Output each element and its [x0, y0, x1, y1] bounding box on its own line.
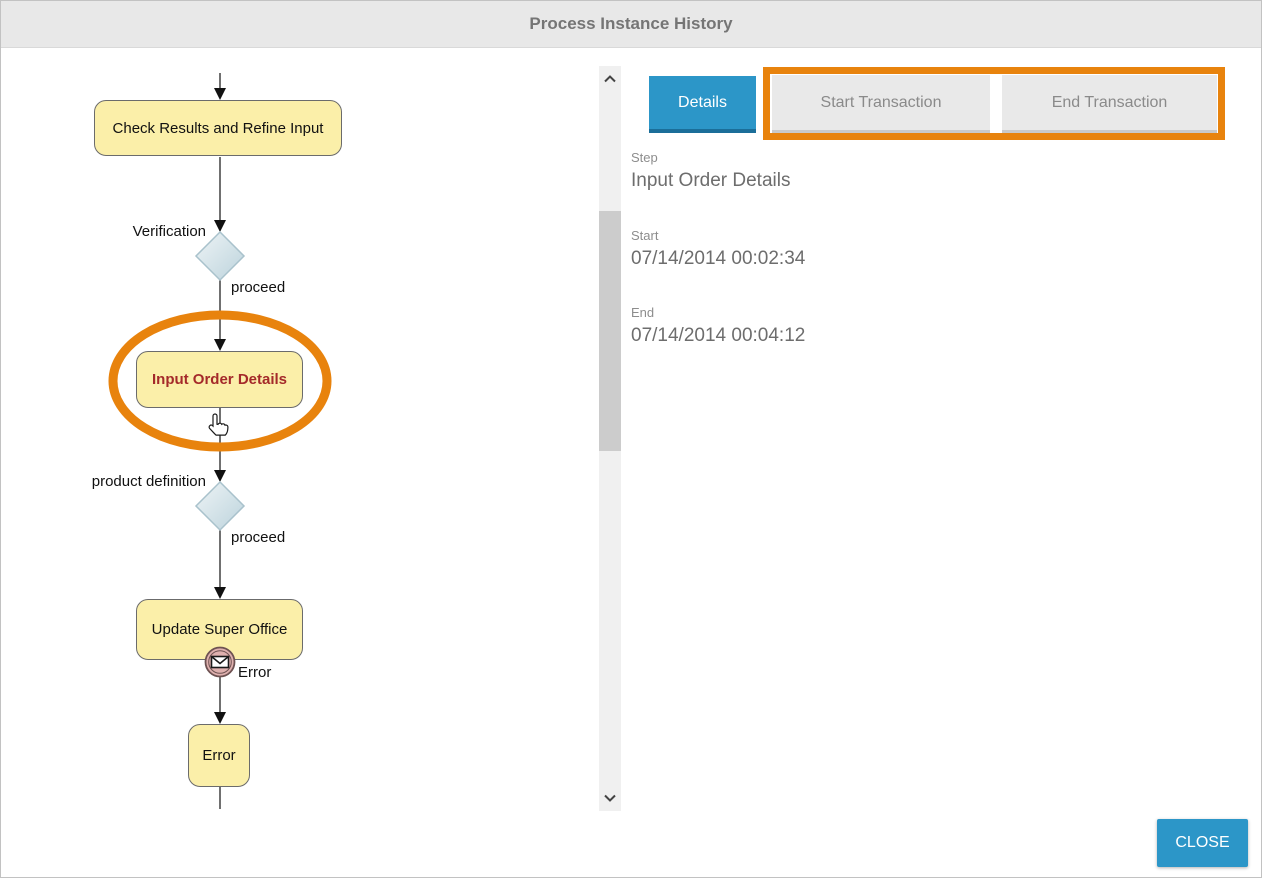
dialog-titlebar: Process Instance History	[1, 1, 1261, 48]
task-input-order-details[interactable]: Input Order Details	[136, 351, 303, 408]
edge-proceed-label-1: proceed	[231, 279, 286, 296]
scrollbar-up-arrow-icon[interactable]	[599, 68, 621, 90]
tab-end-transaction[interactable]: End Transaction	[1002, 75, 1217, 133]
start-field-label: Start	[631, 228, 659, 243]
boundary-event-error-label: Error	[238, 664, 272, 681]
scrollbar-thumb[interactable]	[599, 211, 621, 451]
diagram-scrollbar[interactable]	[599, 66, 621, 811]
scrollbar-down-arrow-icon[interactable]	[599, 787, 621, 809]
end-field-label: End	[631, 305, 655, 320]
gateway-product-definition-diamond[interactable]	[194, 480, 246, 532]
close-button[interactable]: CLOSE	[1157, 819, 1248, 867]
task-error[interactable]: Error	[188, 724, 250, 787]
task-update-super-office[interactable]: Update Super Office	[136, 599, 303, 660]
gateway-verification-label: Verification	[132, 223, 206, 240]
step-field-value: Input Order Details	[631, 170, 791, 191]
gateway-product-definition-label: product definition	[91, 473, 206, 490]
step-field-label: Step	[631, 150, 658, 165]
gateway-verification-diamond[interactable]	[194, 230, 246, 282]
tab-start-transaction[interactable]: Start Transaction	[772, 75, 990, 133]
diagram-connectors-layer	[194, 73, 246, 809]
process-diagram: Check Results and Refine Input Input Ord…	[1, 48, 621, 877]
start-field-value: 07/14/2014 00:02:34	[631, 248, 806, 269]
edge-proceed-label-2: proceed	[231, 529, 286, 546]
tab-details[interactable]: Details	[649, 76, 756, 133]
end-field-value: 07/14/2014 00:04:12	[631, 325, 806, 346]
dialog-title: Process Instance History	[529, 14, 733, 33]
task-check-results[interactable]: Check Results and Refine Input	[94, 100, 342, 156]
